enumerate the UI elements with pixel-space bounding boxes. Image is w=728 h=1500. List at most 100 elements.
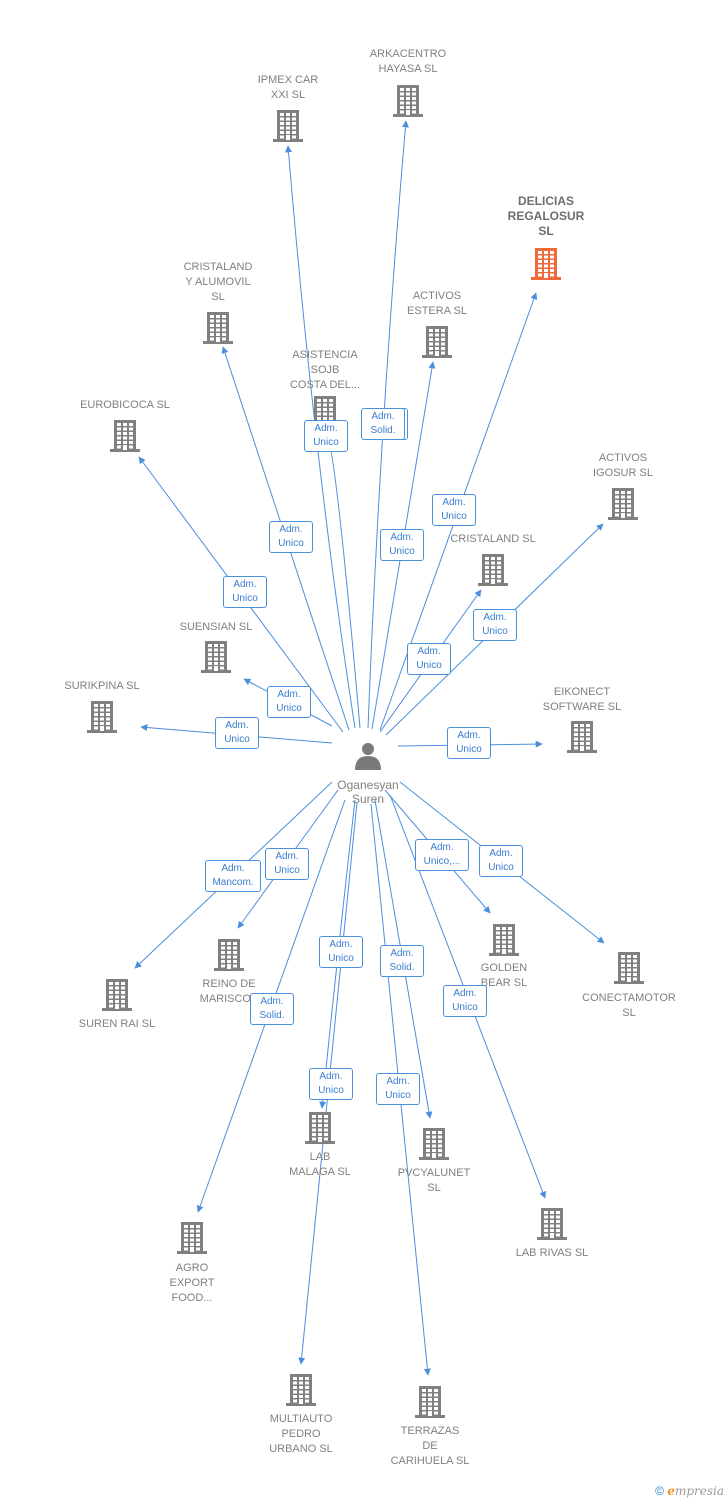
- company-label-eurobicoca[interactable]: EUROBICOCA SL: [65, 398, 185, 413]
- relation-badge-asistencia[interactable]: Adm.Solid.: [361, 408, 405, 440]
- footer-brand: © empresia: [655, 1484, 724, 1498]
- company-label-suensian[interactable]: SUENSIAN SL: [156, 620, 276, 635]
- relation-badge-line: Adm.: [386, 1076, 410, 1087]
- relation-badge-cristaland[interactable]: Adm.Unico: [407, 643, 451, 675]
- relation-badge-line: Adm.: [221, 863, 245, 874]
- relation-badge-pvcyalunet[interactable]: Adm. Solid.: [380, 945, 424, 977]
- company-label-cristaland[interactable]: CRISTALAND SL: [433, 532, 553, 547]
- company-label-line: URBANO SL: [269, 1443, 333, 1455]
- building-icon-lab-rivas: [537, 1208, 567, 1240]
- relation-badge-line: Unico: [328, 953, 354, 964]
- company-label-line: GOLDEN: [480, 962, 528, 974]
- company-label-line: SOJB: [310, 364, 340, 376]
- company-label-line: SL: [622, 1007, 636, 1019]
- building-icon-activos-igosur: [608, 488, 638, 520]
- relation-badge-line: Adm.: [319, 1071, 343, 1082]
- relation-badge-activos-igosur[interactable]: Adm.Unico: [473, 609, 517, 641]
- company-label-line: EXPORT: [169, 1277, 215, 1289]
- relation-badge-line: Adm.: [417, 646, 441, 657]
- company-label-lab-rivas[interactable]: LAB RIVAS SL: [492, 1246, 612, 1261]
- building-icon-activos-estera: [422, 326, 452, 358]
- relation-badge-agro[interactable]: Adm.Solid.: [250, 993, 294, 1025]
- relation-badge-line: Unico: [274, 865, 300, 876]
- relation-badge-line: Unico: [224, 734, 250, 745]
- person-name-line: Suren: [351, 792, 385, 806]
- company-label-line: SURIKPINA SL: [64, 680, 140, 692]
- company-label-line: ACTIVOS: [598, 452, 648, 464]
- relation-badge-line: Adm.: [275, 851, 299, 862]
- building-icon-multiauto: [286, 1374, 316, 1406]
- relation-badge-activos-estera[interactable]: Adm.Unico: [380, 529, 424, 561]
- company-label-conectamotor[interactable]: CONECTAMOTOR SL: [569, 991, 689, 1021]
- relation-badge-lab-malaga[interactable]: Adm.Unico: [309, 1068, 353, 1100]
- company-label-line: SUREN RAI SL: [78, 1018, 156, 1030]
- building-icon-golden-bear: [489, 924, 519, 956]
- company-label-suren-rai[interactable]: SUREN RAI SL: [57, 1017, 177, 1032]
- relation-badge-line: Unico: [232, 593, 258, 604]
- building-icon-cristaland-alumovil: [203, 312, 233, 344]
- relation-badge-line: Adm.: [390, 532, 414, 543]
- relation-badge-delicias[interactable]: Adm.Unico: [432, 494, 476, 526]
- company-label-line: CONECTAMOTOR: [582, 992, 676, 1004]
- company-label-line: Y ALUMOVIL: [185, 276, 251, 288]
- relation-badge-suren-rai[interactable]: Adm.Mancom.: [205, 860, 261, 892]
- relation-badge-reino[interactable]: Adm. Unico: [265, 848, 309, 880]
- relation-badge-line: Adm.: [442, 497, 466, 508]
- company-label-line: EIKONECT: [553, 686, 611, 698]
- relation-badge-lab-rivas[interactable]: Adm.Unico: [443, 985, 487, 1017]
- relation-badge-line: Adm.: [457, 730, 481, 741]
- relation-badge-conectamotor[interactable]: Adm.Unico: [479, 845, 523, 877]
- building-icon-delicias: [531, 248, 561, 280]
- relation-badge-golden-bear[interactable]: Adm.Unico,...: [415, 839, 469, 871]
- relation-badge-line: Adm.: [314, 423, 338, 434]
- company-label-line: AGRO: [175, 1262, 209, 1274]
- relation-badge-eikonect[interactable]: Adm.Unico: [447, 727, 491, 759]
- company-label-line: LAB RIVAS SL: [515, 1247, 589, 1259]
- relation-badge-suensian[interactable]: Adm.Unico: [267, 686, 311, 718]
- company-label-line: EUROBICOCA SL: [80, 399, 170, 411]
- company-label-line: TERRAZAS: [400, 1425, 460, 1437]
- building-icon-lab-malaga: [305, 1112, 335, 1144]
- edge-ipmex: [285, 145, 356, 729]
- person-icon[interactable]: [355, 743, 381, 770]
- relation-badge-line: Adm.: [390, 948, 414, 959]
- relation-badge-line: Solid.: [389, 962, 415, 973]
- relation-badge-surikpina[interactable]: Adm. Unico: [215, 717, 259, 749]
- relation-badge-line: Adm.: [225, 720, 249, 731]
- company-label-line: CARIHUELA SL: [390, 1455, 470, 1467]
- company-label-golden-bear[interactable]: GOLDEN BEAR SL: [444, 961, 564, 991]
- relation-badge-line: Adm.: [279, 524, 303, 535]
- relation-badge-line: Unico: [276, 703, 302, 714]
- relation-badge-cristaland-alumovil[interactable]: Adm.Unico: [269, 521, 313, 553]
- building-icon-arkacentro: [393, 85, 423, 117]
- relation-badge-line: Unico: [452, 1002, 478, 1013]
- company-label-line: SL: [211, 291, 225, 303]
- relation-badge-ipmex[interactable]: Adm.Unico: [304, 420, 348, 452]
- relation-badge-line: Unico,...: [423, 856, 461, 867]
- relation-badge-line: Adm.: [260, 996, 284, 1007]
- company-label-line: BEAR SL: [480, 977, 528, 989]
- relation-badge-terrazas[interactable]: Adm.Unico: [376, 1073, 420, 1105]
- relation-badge-multiauto[interactable]: Adm.Unico: [319, 936, 363, 968]
- relation-badge-eurobicoca[interactable]: Adm. Unico: [223, 576, 267, 608]
- relation-badge-line: Adm.: [233, 579, 257, 590]
- company-label-surikpina[interactable]: SURIKPINA SL: [42, 679, 162, 694]
- building-icon-pvcyalunet: [419, 1128, 449, 1160]
